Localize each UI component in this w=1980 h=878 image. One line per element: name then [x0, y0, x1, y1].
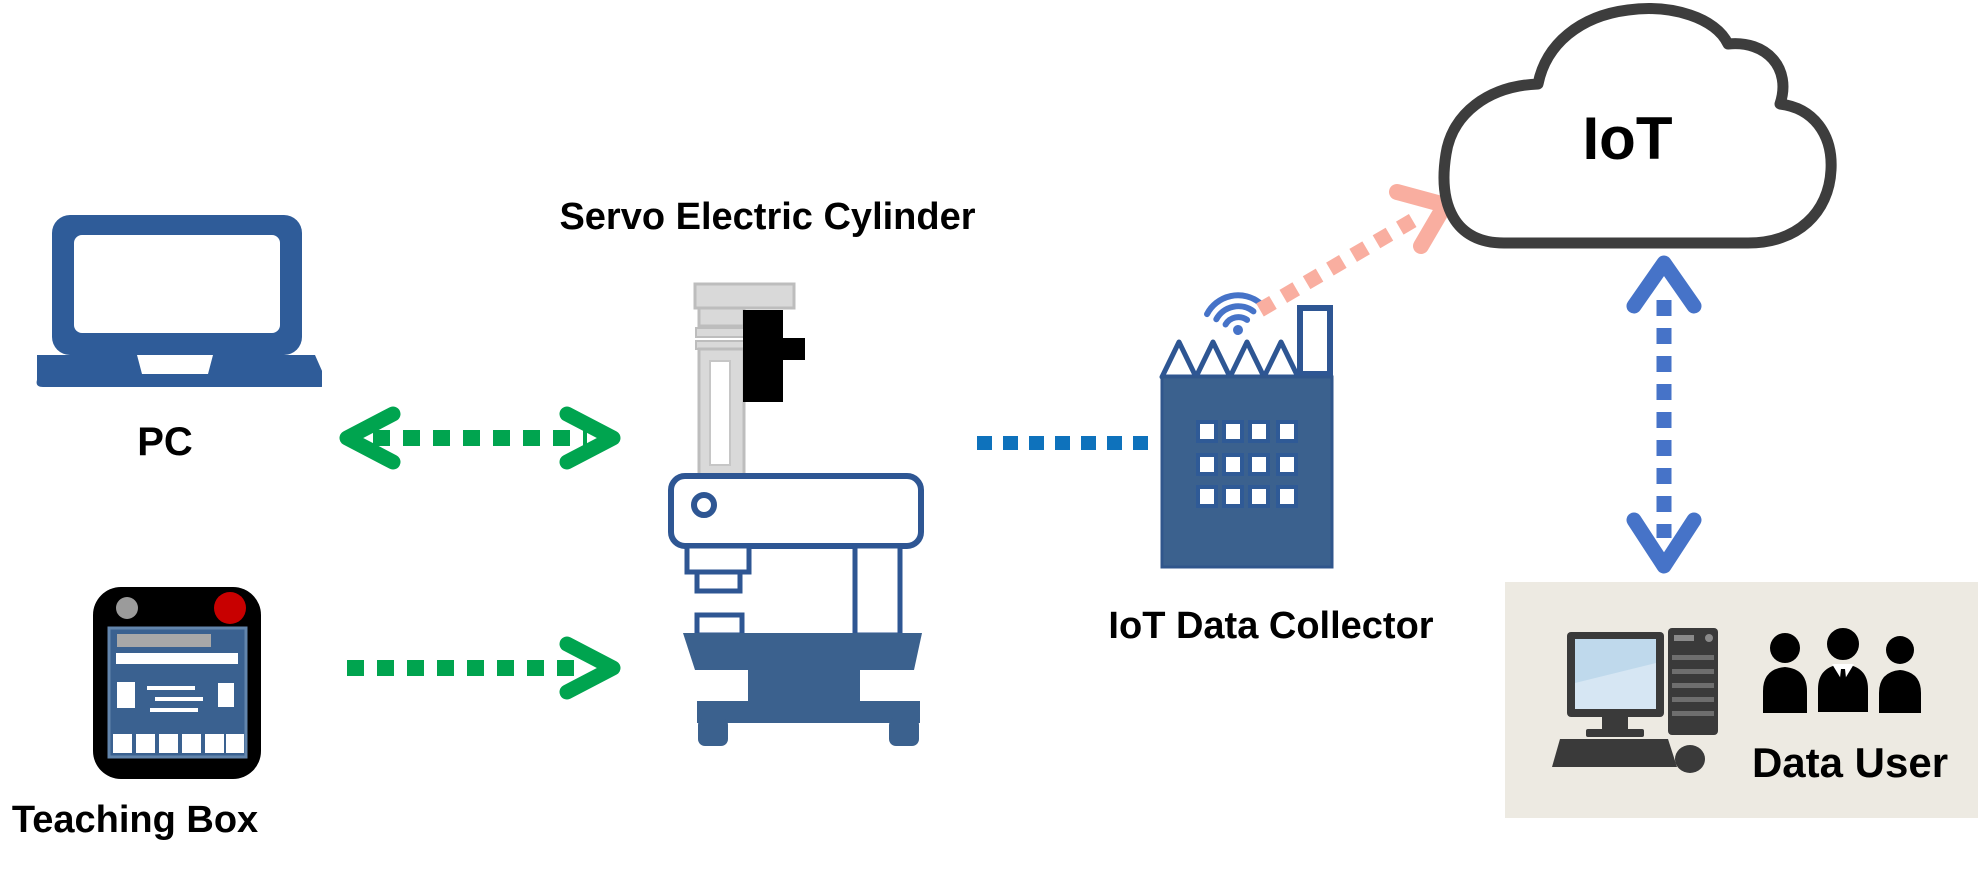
teaching-box-icon — [93, 587, 261, 779]
data-user-label: Data User — [1751, 739, 1949, 786]
cloud-icon — [1438, 3, 1837, 249]
laptop-icon — [36, 215, 322, 387]
factory-icon — [1159, 292, 1334, 569]
teaching-box-label: Teaching Box — [11, 799, 259, 841]
teachingbox-servo-arrow — [347, 636, 621, 700]
pc-servo-arrow — [339, 406, 621, 470]
servo-cylinder-label: Servo Electric Cylinder — [559, 196, 976, 238]
iot-label: IoT — [1582, 105, 1673, 172]
cloud-datauser-arrow — [1626, 255, 1702, 574]
data-user-panel: Data User — [1505, 582, 1978, 818]
pc-label: PC — [137, 420, 193, 464]
servo-cylinder-machine-icon — [668, 282, 924, 746]
collector-label: IoT Data Collector — [1108, 605, 1434, 647]
users-icon — [1763, 627, 1921, 714]
servo-collector-link — [977, 436, 1150, 450]
wifi-icon — [1204, 292, 1263, 335]
desktop-computer-icon — [1552, 628, 1718, 773]
